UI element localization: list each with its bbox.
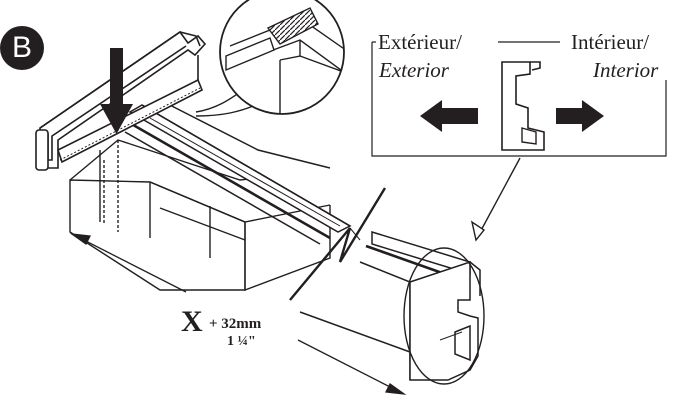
interior-arrow xyxy=(556,100,604,132)
miter-box xyxy=(69,139,331,292)
interior-label-en: Interior xyxy=(593,58,659,82)
zoom-detail xyxy=(195,0,345,117)
dimension-lines xyxy=(69,233,407,395)
hacksaw xyxy=(35,30,207,171)
exterior-label-fr: Extérieur/ xyxy=(378,30,462,54)
interior-label-fr: Intérieur/ xyxy=(571,30,650,54)
dimension-variable: X xyxy=(181,305,203,338)
exterior-arrow xyxy=(420,100,478,132)
step-badge: B xyxy=(0,26,44,70)
dimension-metric: + 32mm xyxy=(209,316,262,332)
orientation-callout xyxy=(371,41,667,242)
cut-direction-arrow xyxy=(100,48,133,134)
track-rail xyxy=(124,99,481,381)
detail-circle xyxy=(403,247,485,385)
dimension-imperial: 1 ¼" xyxy=(227,334,256,349)
exterior-label-en: Exterior xyxy=(379,58,449,82)
